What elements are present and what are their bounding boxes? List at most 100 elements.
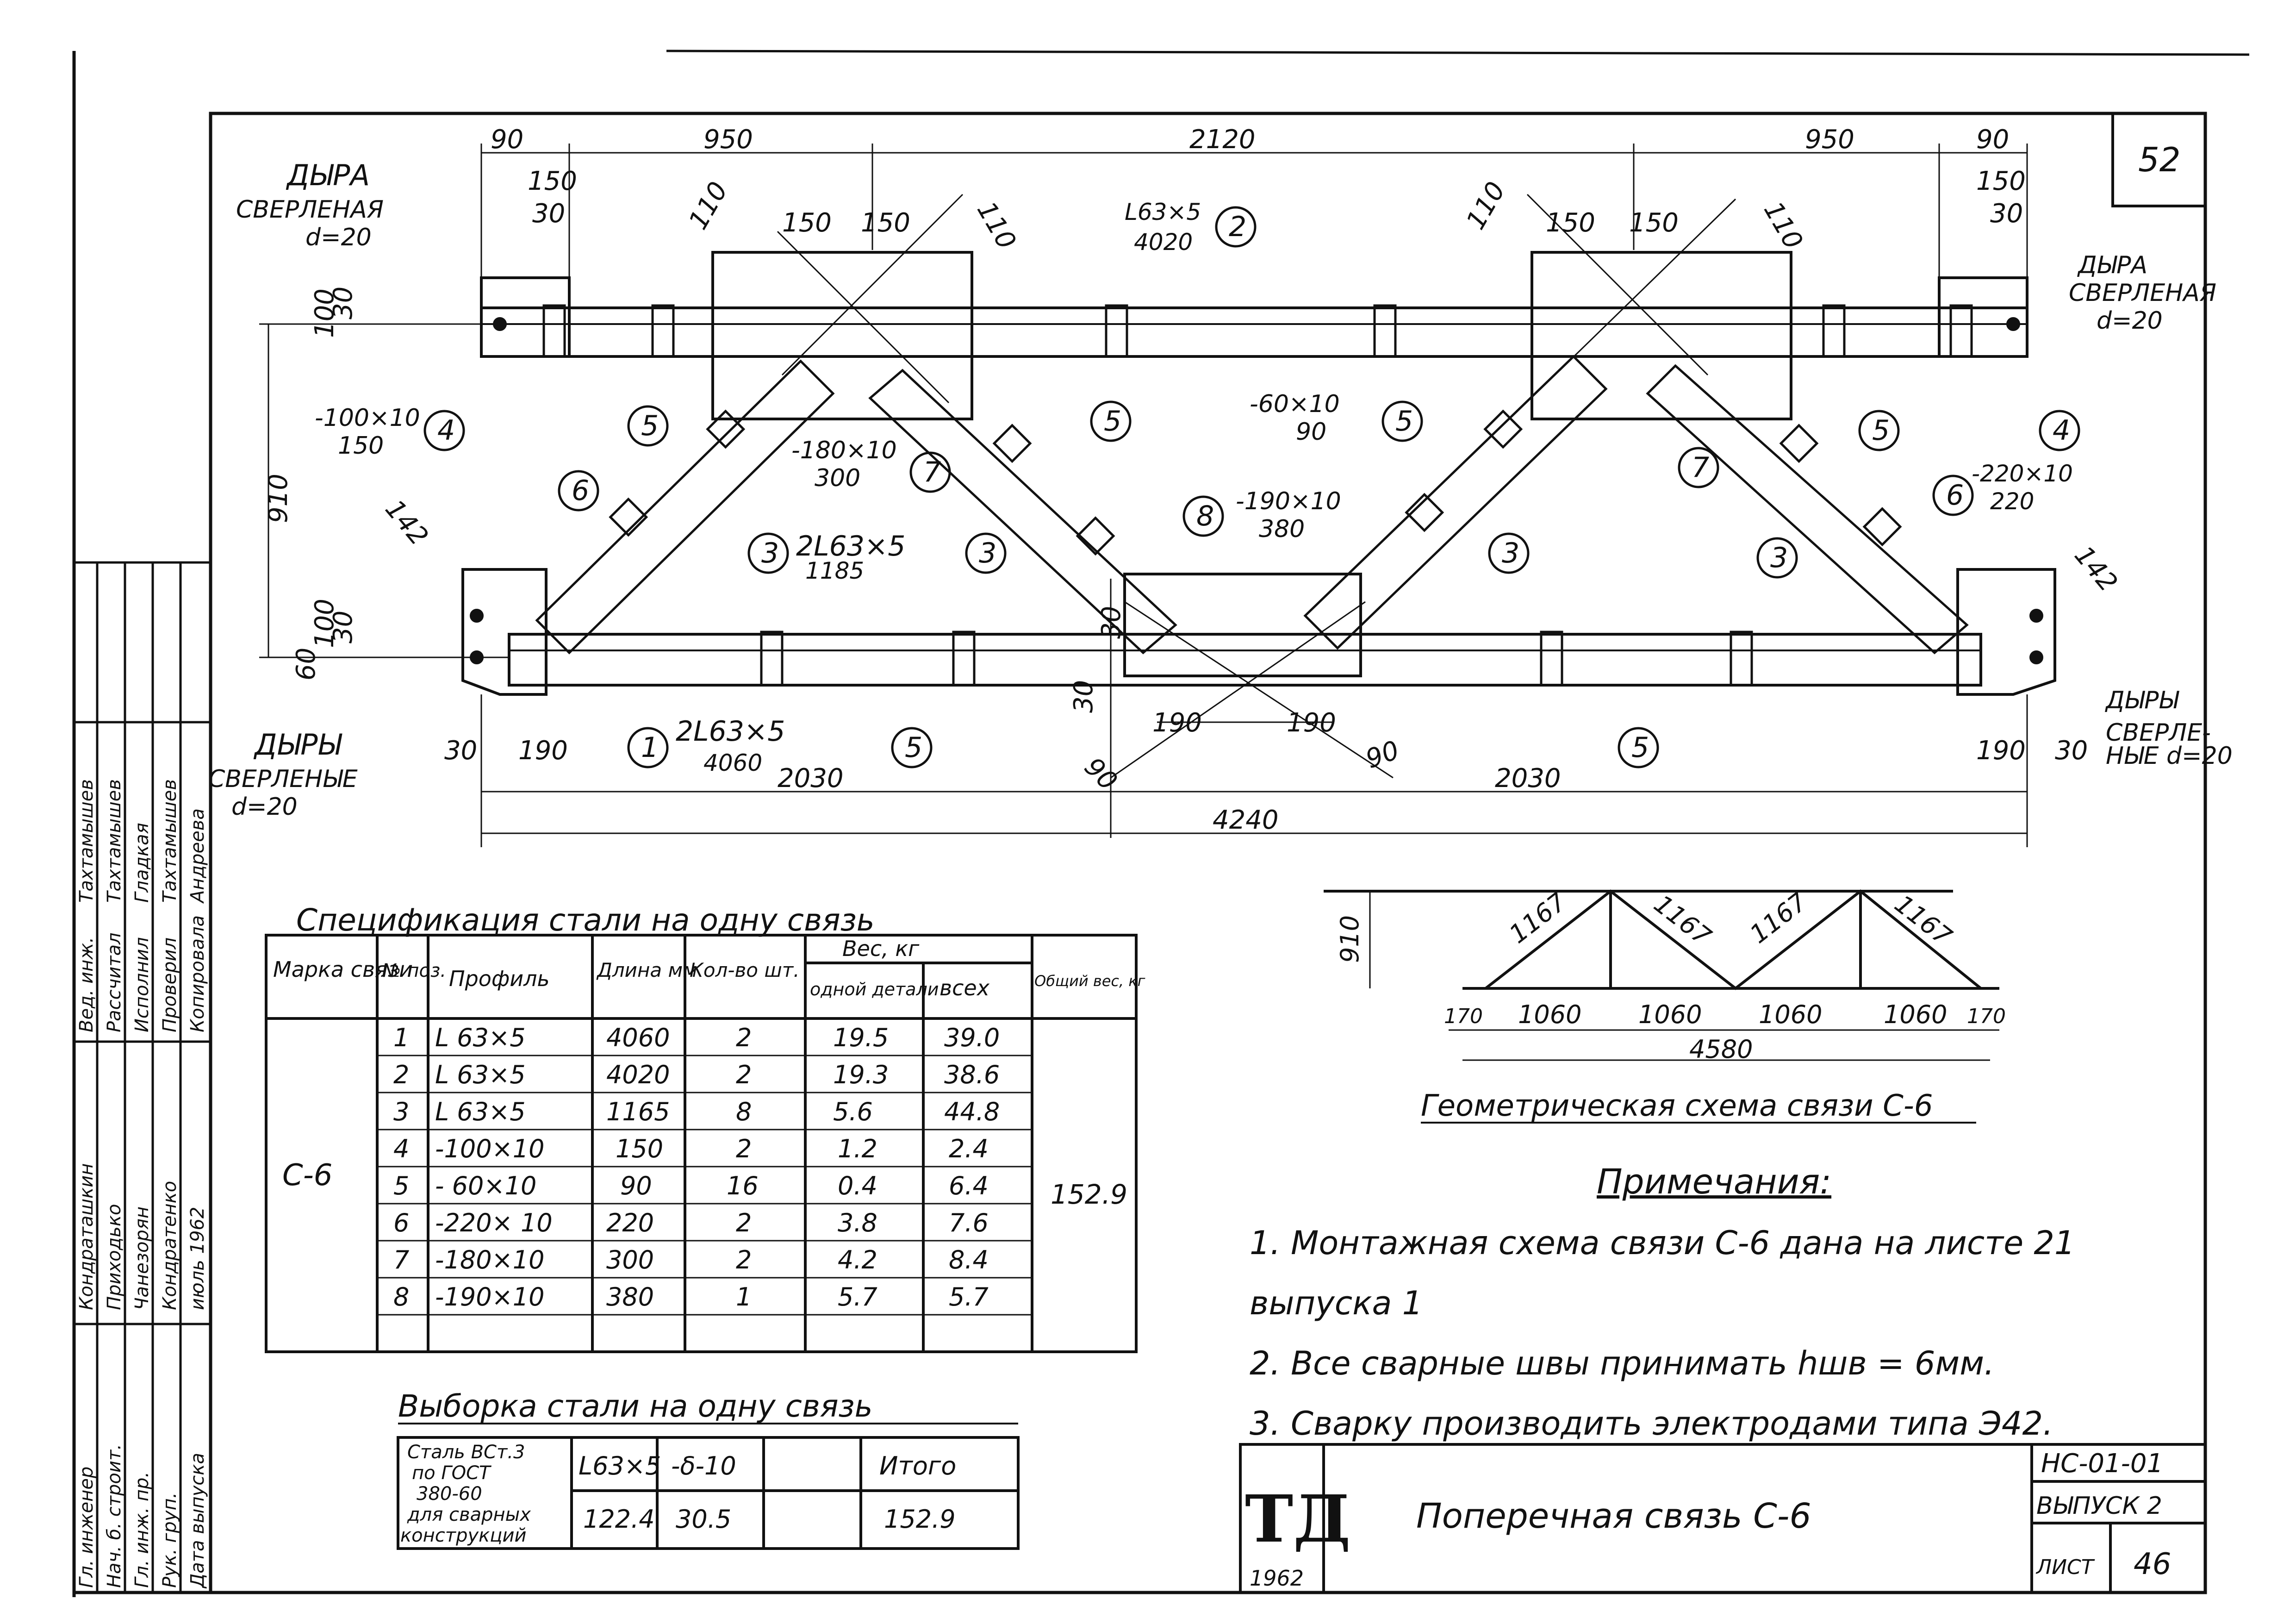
row-7-profile: -180×10 [435,1245,545,1274]
sample-row-4: конструкций [400,1525,527,1546]
dim-misc-28: 90 [1078,752,1123,796]
stamp-role2-0: Вед. инж. [76,937,97,1032]
geo-seg-4: 1060 [1884,1000,1947,1029]
hole-bl-1: СВЕРЛЕНЫЕ [208,765,358,793]
spec-table: Спецификация стали на одну связь Марка с… [265,902,1145,1353]
hole-br-0: ДЫРЫ [2105,687,2180,714]
part-5-len: 90 [1296,418,1326,446]
row-3-profile: L 63×5 [435,1097,526,1126]
hdr-weight-one: одной детали [810,979,939,999]
part-5e-no: 5 [905,731,922,764]
part-5c-no: 5 [1395,405,1413,437]
sample-row-2: 380-60 [417,1483,482,1505]
hole-tr-1: СВЕРЛЕНАЯ [2069,279,2216,307]
hole-br-2: НЫЕ d=20 [2106,742,2233,770]
dim-misc-23: 30 [1069,680,1099,713]
part-6-note: -220×10 [1972,460,2073,487]
row-6-wall: 7.6 [949,1208,989,1237]
part-2-len: 4020 [1134,229,1193,256]
notes-block: Примечания: 1. Монтажная схема связи С-6… [1250,1162,2175,1465]
part-2-note: L63×5 [1125,199,1201,225]
part-5f-no: 5 [1631,731,1649,764]
row-8-profile: -190×10 [435,1282,545,1312]
note-2: 2. Все сварные швы принимать hшв = 6мм. [1250,1344,1995,1382]
hole-tl-2: d=20 [305,224,372,251]
row-4-profile: -100×10 [435,1134,545,1163]
dim-misc-7: 110 [971,197,1022,255]
note-1: 1. Монтажная схема связи С-6 дана на лис… [1250,1224,2075,1262]
spec-mark: С-6 [282,1158,333,1193]
side-stamp: Гл. инженер Нач. б. строит. Гл. инж. пр.… [73,561,212,1594]
dim-top-3: 950 [1805,125,1854,155]
dim-top-1: 950 [703,125,753,155]
geo-diag-0: 1167 [1504,887,1572,949]
dim-top-4: 90 [1976,125,2009,155]
dimension-labels: 90 950 2120 950 90 150 30 150 30 110 150… [263,125,2123,835]
geo-seg-5: 170 [1967,1005,2006,1028]
geo-total: 4580 [1689,1035,1753,1064]
sample-col-3: Итого [879,1451,956,1480]
stamp-role-4: Дата выпуска [187,1453,208,1589]
part-3-note: 2L63×5 [796,530,905,562]
part-1-len: 4060 [703,750,762,776]
part-1-note: 2L63×5 [676,715,785,748]
series-code: НС-01-01 [2041,1449,2163,1479]
part-8-len: 380 [1259,515,1305,543]
row-7-qty: 2 [736,1245,752,1274]
sample-val-0: 122.4 [583,1505,655,1534]
row-1-w1: 19.5 [833,1023,889,1052]
dim-misc-26: 30 [1096,606,1126,639]
dim-misc-15: 30 [328,611,358,643]
hdr-total: Общий вес, кг [1034,972,1145,990]
dim-total: 4240 [1213,805,1279,835]
dim-misc-11: 110 [1758,197,1809,255]
stamp-role-0: Гл. инженер [76,1467,97,1588]
row-8-w1: 5.7 [838,1282,877,1312]
row-2-qty: 2 [736,1060,752,1089]
row-3-w1: 5.6 [833,1097,873,1126]
hdr-mark: Марка связи [273,957,413,982]
hole-br-1: СВЕРЛЕ- [2106,719,2211,747]
stamp-name2-0: Тахтамышев [76,779,97,903]
dim-misc-3: 30 [1990,199,2023,229]
row-7-length: 300 [606,1245,654,1274]
part-4b-no: 4 [2053,414,2070,447]
hole-tl-0: ДЫРА [286,158,370,192]
sheet-no: 46 [2134,1547,2171,1581]
dim-misc-19: 142 [2068,540,2123,598]
row-1-pos: 1 [393,1023,409,1052]
hdr-pos: № поз. [381,960,446,981]
row-3-pos: 3 [393,1097,409,1126]
dim-bottom-1: 2030 [778,763,844,793]
dim-misc-1: 30 [532,199,565,229]
part-7-note: -180×10 [791,437,897,464]
geo-title: Геометрическая схема связи С-6 [1421,1089,1933,1123]
row-4-wall: 2.4 [949,1134,989,1163]
stamp-name2-4: Андреева [187,808,208,904]
part-6-len: 220 [1990,488,2034,515]
dim-misc-24: 190 [1287,708,1336,738]
dim-misc-0: 150 [528,166,577,196]
row-3-qty: 8 [736,1097,752,1126]
stamp-name-2: Чанезорян [131,1206,153,1310]
geo-seg-3: 1060 [1759,1000,1822,1029]
geo-seg-1: 1060 [1518,1000,1581,1029]
row-5-profile: - 60×10 [435,1171,536,1200]
geo-height: 910 [1335,915,1364,963]
row-1-qty: 2 [736,1023,752,1052]
row-8-wall: 5.7 [949,1282,989,1312]
dim-top-2: 2120 [1189,125,1256,155]
stamp-role2-1: Рассчитал [104,932,125,1032]
dim-misc-6: 150 [861,208,910,238]
row-6-length: 220 [606,1208,654,1237]
dim-top-0: 90 [491,125,523,155]
logo-year: 1962 [1250,1566,1304,1591]
hole-tr-2: d=20 [2097,307,2163,335]
dim-misc-17: 100 [310,599,340,648]
dim-misc-9: 150 [1546,208,1595,238]
part-4-no: 4 [437,414,455,447]
stamp-role-3: Рук. груп. [159,1493,180,1588]
row-8-length: 380 [606,1282,654,1312]
notes-title: Примечания: [1597,1162,1832,1202]
